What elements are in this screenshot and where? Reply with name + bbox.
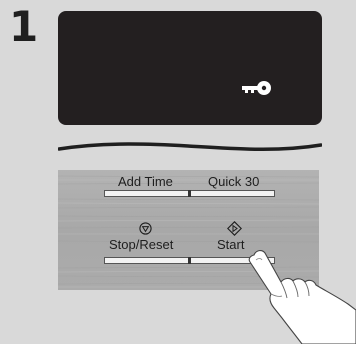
key-icon <box>242 79 272 97</box>
quick-30-label: Quick 30 <box>208 174 259 189</box>
pointing-finger-icon <box>240 246 356 344</box>
add-time-button[interactable] <box>104 190 189 197</box>
add-time-label: Add Time <box>118 174 173 189</box>
stop-reset-icon <box>139 222 152 235</box>
start-icon <box>227 221 242 236</box>
control-display <box>58 11 322 125</box>
step-number: 1 <box>9 6 38 48</box>
quick-30-button[interactable] <box>191 190 275 197</box>
panel-break-line <box>58 137 322 157</box>
stop-reset-label: Stop/Reset <box>109 237 173 252</box>
stop-reset-button[interactable] <box>104 257 189 264</box>
